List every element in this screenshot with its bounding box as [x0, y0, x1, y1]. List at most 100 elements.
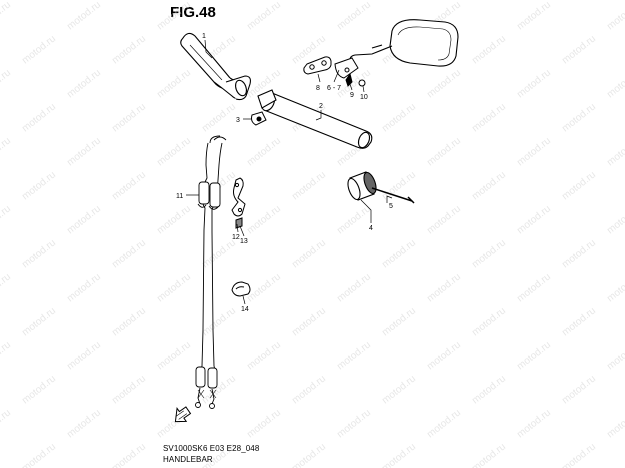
- watermark-text: motod.ru: [560, 305, 598, 338]
- figure-title: FIG.48: [170, 4, 216, 21]
- callout-12: 12: [232, 234, 240, 241]
- throttle-grip-part: [251, 111, 267, 126]
- watermark-text: motod.ru: [290, 169, 328, 202]
- watermark-text: motod.ru: [200, 305, 238, 338]
- watermark-text: motod.ru: [605, 0, 625, 32]
- watermark-text: motod.ru: [20, 33, 58, 66]
- callout-9: 9: [350, 92, 354, 99]
- watermark-text: motod.ru: [110, 373, 148, 406]
- watermark-text: motod.ru: [20, 373, 58, 406]
- watermark-text: motod.ru: [560, 237, 598, 270]
- watermark-text: motod.ru: [425, 271, 463, 304]
- watermark-text: motod.ru: [155, 135, 193, 168]
- left-handlebar-grip: [180, 32, 251, 101]
- watermark-text: motod.ru: [200, 373, 238, 406]
- watermark-text: motod.ru: [560, 33, 598, 66]
- watermark-text: motod.ru: [605, 271, 625, 304]
- watermark-text: motod.ru: [425, 339, 463, 372]
- bar-end-weight: [347, 171, 415, 204]
- watermark-text: motod.ru: [290, 237, 328, 270]
- callout-10: 10: [360, 94, 368, 101]
- watermark-text: motod.ru: [605, 135, 625, 168]
- watermark-text: motod.ru: [470, 169, 508, 202]
- watermark-text: motod.ru: [20, 237, 58, 270]
- watermark-text: motod.ru: [155, 203, 193, 236]
- watermark-text: motod.ru: [0, 135, 13, 168]
- front-direction-arrow-icon: [174, 406, 192, 423]
- rear-view-mirror: [349, 19, 459, 67]
- watermark-text: motod.ru: [200, 237, 238, 270]
- watermark-text: motod.ru: [65, 271, 103, 304]
- watermark-text: motod.ru: [245, 203, 283, 236]
- watermark-text: motod.ru: [65, 407, 103, 440]
- watermark-text: motod.ru: [425, 203, 463, 236]
- watermark-text: motod.ru: [65, 67, 103, 100]
- watermark-text: motod.ru: [110, 33, 148, 66]
- watermark-text: motod.ru: [335, 407, 373, 440]
- callout-1: 1: [202, 33, 206, 40]
- watermark-text: motod.ru: [605, 339, 625, 372]
- watermark-text: motod.ru: [20, 169, 58, 202]
- callout-5: 5: [389, 203, 393, 210]
- watermark-text: motod.ru: [470, 441, 508, 468]
- watermark-text: motod.ru: [290, 441, 328, 468]
- watermark-text: motod.ru: [245, 339, 283, 372]
- watermark-text: motod.ru: [200, 101, 238, 134]
- watermark-text: motod.ru: [560, 169, 598, 202]
- watermark-text: motod.ru: [0, 67, 13, 100]
- watermark-text: motod.ru: [380, 441, 418, 468]
- watermark-text: motod.ru: [560, 373, 598, 406]
- watermark-text: motod.ru: [425, 407, 463, 440]
- watermark-text: motod.ru: [290, 305, 328, 338]
- watermark-text: motod.ru: [0, 203, 13, 236]
- watermark-text: motod.ru: [470, 237, 508, 270]
- watermark-text: motod.ru: [470, 33, 508, 66]
- watermark-text: motod.ru: [110, 237, 148, 270]
- watermark-text: motod.ru: [110, 169, 148, 202]
- watermark-text: motod.ru: [20, 441, 58, 468]
- watermark-text: motod.ru: [65, 0, 103, 32]
- watermark-text: motod.ru: [65, 203, 103, 236]
- watermark-text: motod.ru: [380, 237, 418, 270]
- watermark-text: motod.ru: [110, 305, 148, 338]
- callout-8: 8: [316, 85, 320, 92]
- cable-clamp: [231, 281, 251, 297]
- mirror-bracket: [303, 56, 366, 87]
- watermark-text: motod.ru: [155, 339, 193, 372]
- watermark-text: motod.ru: [65, 135, 103, 168]
- watermark-text: motod.ru: [515, 339, 553, 372]
- watermark-text: motod.ru: [515, 0, 553, 32]
- watermark-text: motod.ru: [515, 407, 553, 440]
- watermark-text: motod.ru: [20, 101, 58, 134]
- watermark-text: motod.ru: [335, 203, 373, 236]
- callout-11: 11: [176, 193, 183, 200]
- watermark-text: motod.ru: [110, 441, 148, 468]
- watermark-text: motod.ru: [470, 373, 508, 406]
- watermark-text: motod.ru: [0, 339, 13, 372]
- watermark-text: motod.ru: [245, 0, 283, 32]
- watermark-text: motod.ru: [110, 101, 148, 134]
- watermark-text: motod.ru: [155, 271, 193, 304]
- cable-guide-clip: [231, 177, 246, 229]
- watermark-text: motod.ru: [605, 67, 625, 100]
- watermark-text: motod.ru: [245, 407, 283, 440]
- throttle-cables: [195, 135, 227, 409]
- watermark-text: motod.ru: [65, 339, 103, 372]
- watermark-text: motod.ru: [605, 203, 625, 236]
- watermark-text: motod.ru: [335, 339, 373, 372]
- watermark-text: motod.ru: [380, 373, 418, 406]
- callout-labels: 1 2 3 4 5 6 - 7 8 9 10 11 12 13 14: [176, 33, 393, 313]
- watermark-text: motod.ru: [335, 271, 373, 304]
- watermark-text: motod.ru: [0, 407, 13, 440]
- watermark-text: motod.ru: [0, 0, 13, 32]
- watermark-text: motod.ru: [290, 373, 328, 406]
- watermark-text: motod.ru: [335, 0, 373, 32]
- watermark-text: motod.ru: [0, 271, 13, 304]
- watermark-text: motod.ru: [515, 135, 553, 168]
- watermark-text: motod.ru: [560, 101, 598, 134]
- model-code-label: SV1000SK6 E03 E28_048: [163, 444, 260, 453]
- watermark-text: motod.ru: [380, 305, 418, 338]
- callout-14: 14: [241, 306, 249, 313]
